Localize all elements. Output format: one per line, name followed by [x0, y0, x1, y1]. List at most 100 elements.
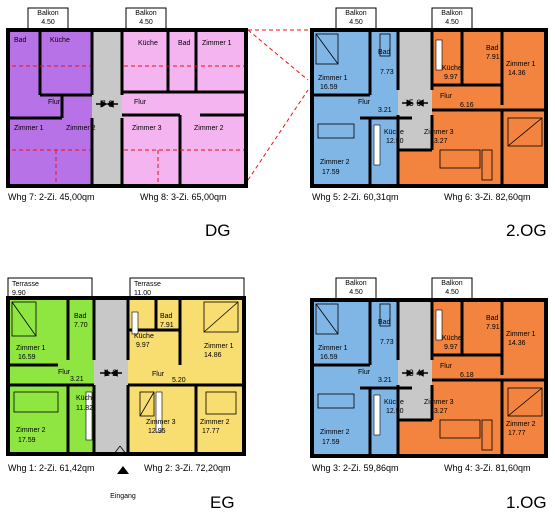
room-label: Flur: [134, 99, 147, 106]
room-label: Zimmer 2: [320, 429, 350, 436]
room-area: 12.95: [148, 428, 166, 435]
unit-caption: Whg 2: 3-Zi. 72,20qm: [144, 463, 231, 473]
entrance-door: [113, 445, 127, 455]
balcony-right: Balkon 4.50: [125, 7, 167, 31]
room-label: Küche: [384, 399, 404, 406]
kitchen-units: [373, 39, 443, 166]
room-area: 3.21: [70, 376, 84, 383]
balcony-label: Balkon: [441, 280, 463, 287]
roof-slope-lines: [12, 65, 244, 184]
balcony-left: Balkon 4.50: [335, 7, 377, 31]
unit-caption: Whg 7: 2-Zi. 45,00qm: [8, 192, 95, 202]
room-label: Flur: [58, 369, 71, 376]
stair-number-label: 5 6: [409, 98, 422, 108]
balcony-left: Balkon 4.50: [335, 277, 377, 301]
floor-2og: Balkon 4.50 Balkon 4.50: [310, 7, 548, 240]
furniture-symbols: [315, 303, 543, 451]
room-area: 7.73: [380, 339, 394, 346]
balcony-label: Balkon: [37, 10, 59, 17]
room-area: 9.97: [444, 344, 458, 351]
room-area: 5.20: [172, 377, 186, 384]
room-area: 6.16: [460, 102, 474, 109]
entrance-arrow-icon: [117, 466, 129, 474]
unit-caption: Whg 6: 3-Zi. 82,60qm: [444, 192, 531, 202]
room-area: 7.70: [74, 322, 88, 329]
furniture-symbols: [11, 301, 239, 417]
room-label: Küche: [50, 37, 70, 44]
room-label: Küche: [134, 333, 154, 340]
balcony-right: Balkon 4.50: [431, 277, 473, 301]
room-area: 14.86: [204, 352, 222, 359]
floor-level-label: 1.OG: [506, 493, 547, 512]
room-area: 12.50: [386, 408, 404, 415]
entrance-label: Eingang: [110, 493, 136, 500]
room-area: 17.77: [202, 428, 220, 435]
room-label: Zimmer 1: [16, 345, 46, 352]
floor-level-label: 2.OG: [506, 221, 547, 240]
kitchen-units: [85, 311, 163, 441]
balcony-label: Balkon: [345, 280, 367, 287]
room-label: Zimmer 2: [506, 421, 536, 428]
room-label: Flur: [440, 363, 453, 370]
room-area: 6.18: [460, 372, 474, 379]
room-label: Bad: [14, 37, 27, 44]
room-label: Zimmer 2: [200, 419, 230, 426]
balcony-left: Balkon 4.50: [27, 7, 69, 31]
room-label: Zimmer 1: [318, 75, 348, 82]
room-area: 17.59: [322, 169, 340, 176]
room-label: Zimmer 1: [318, 345, 348, 352]
room-area: 17.59: [18, 437, 36, 444]
furniture-symbols: [315, 33, 543, 181]
room-area: 7.91: [486, 324, 500, 331]
balcony-size: 4.50: [445, 289, 459, 296]
room-label: Zimmer 1: [204, 343, 234, 350]
terrace-label: Terrasse: [12, 281, 39, 288]
room-label: Küche: [384, 129, 404, 136]
room-label: Bad: [378, 319, 391, 326]
balcony-size: 4.50: [139, 19, 153, 26]
room-label: Zimmer 1: [14, 125, 44, 132]
room-label: Bad: [160, 313, 173, 320]
stair-number-label: 1 2: [105, 368, 118, 378]
room-label: Küche: [138, 40, 158, 47]
room-area: 9.97: [136, 342, 150, 349]
balcony-size: 4.50: [445, 19, 459, 26]
balcony-label: Balkon: [441, 10, 463, 17]
room-area: 3.21: [378, 107, 392, 114]
room-area: 16.59: [18, 354, 36, 361]
terrace-right: Terrasse 11.00: [129, 277, 245, 299]
unit-caption: Whg 4: 3-Zi. 81,60qm: [444, 463, 531, 473]
room-label: Bad: [74, 313, 87, 320]
room-label: Zimmer 3: [424, 399, 454, 406]
unit-caption: Whg 3: 2-Zi. 59,86qm: [312, 463, 399, 473]
room-label: Bad: [486, 315, 499, 322]
terrace-label: Terrasse: [134, 281, 161, 288]
balcony-label: Balkon: [135, 10, 157, 17]
stair-number-label: 7 8: [101, 99, 114, 109]
room-label: Zimmer 2: [320, 159, 350, 166]
room-area: 17.59: [322, 439, 340, 446]
room-label: Küche: [442, 65, 462, 72]
stair-number-label: 3 4: [409, 368, 422, 378]
room-area: 9.97: [444, 74, 458, 81]
room-label-area: 14.36: [508, 70, 526, 77]
room-label: Zimmer 1: [506, 331, 536, 338]
balcony-right: Balkon 4.50: [431, 7, 473, 31]
room-label: Bad: [378, 49, 391, 56]
room-label: Bad: [486, 45, 499, 52]
room-area: 23.27: [430, 408, 448, 415]
room-area: 12.50: [386, 138, 404, 145]
floor-eg: Terrasse 9.90 Terrasse 11.00: [6, 277, 246, 512]
room-label: Zimmer 2: [194, 125, 224, 132]
room-area: 3.21: [378, 377, 392, 384]
terrace-size: 9.90: [12, 290, 26, 297]
room-label: Flur: [48, 99, 61, 106]
room-label: Küche: [76, 395, 96, 402]
room-area: 7.91: [486, 54, 500, 61]
room-label: Zimmer 3: [146, 419, 176, 426]
stairwell: [92, 30, 122, 186]
floor-1og: Balkon 4.50 Balkon 4.50: [310, 277, 548, 512]
room-label: Zimmer 2: [16, 427, 46, 434]
unit-caption: Whg 8: 3-Zi. 65,00qm: [140, 192, 227, 202]
